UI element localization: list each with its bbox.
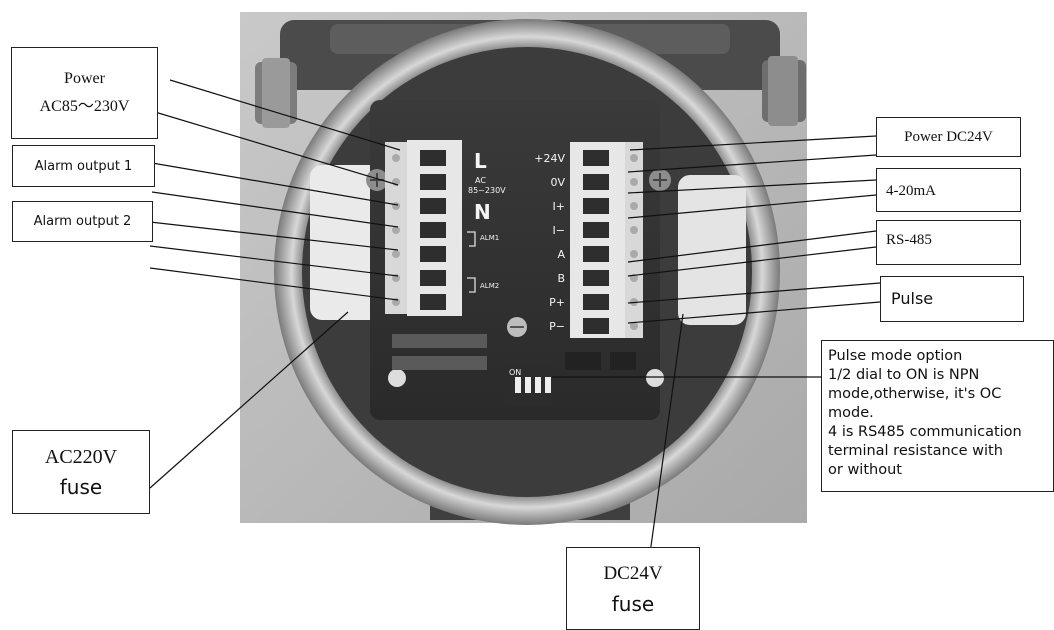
callout-pulse-mode-option: Pulse mode option 1/2 dial to ON is NPN …: [821, 340, 1054, 492]
callout-power-ac-line2: AC85～230V: [40, 93, 130, 121]
callout-alarm-output-1: Alarm output 1: [12, 145, 155, 187]
callout-rs-485: RS-485: [876, 220, 1021, 265]
callout-power-ac-line1: Power: [64, 65, 105, 93]
callout-pulse: Pulse: [880, 276, 1024, 322]
callout-power-dc24v: Power DC24V: [876, 117, 1021, 157]
callout-4-20ma: 4-20mA: [876, 168, 1021, 212]
callout-ac220v-fuse: AC220V fuse: [12, 430, 150, 514]
callout-power-ac: Power AC85～230V: [11, 47, 158, 139]
callout-dc24v-fuse: DC24V fuse: [566, 547, 700, 630]
callout-alarm-output-2: Alarm output 2: [12, 201, 153, 242]
